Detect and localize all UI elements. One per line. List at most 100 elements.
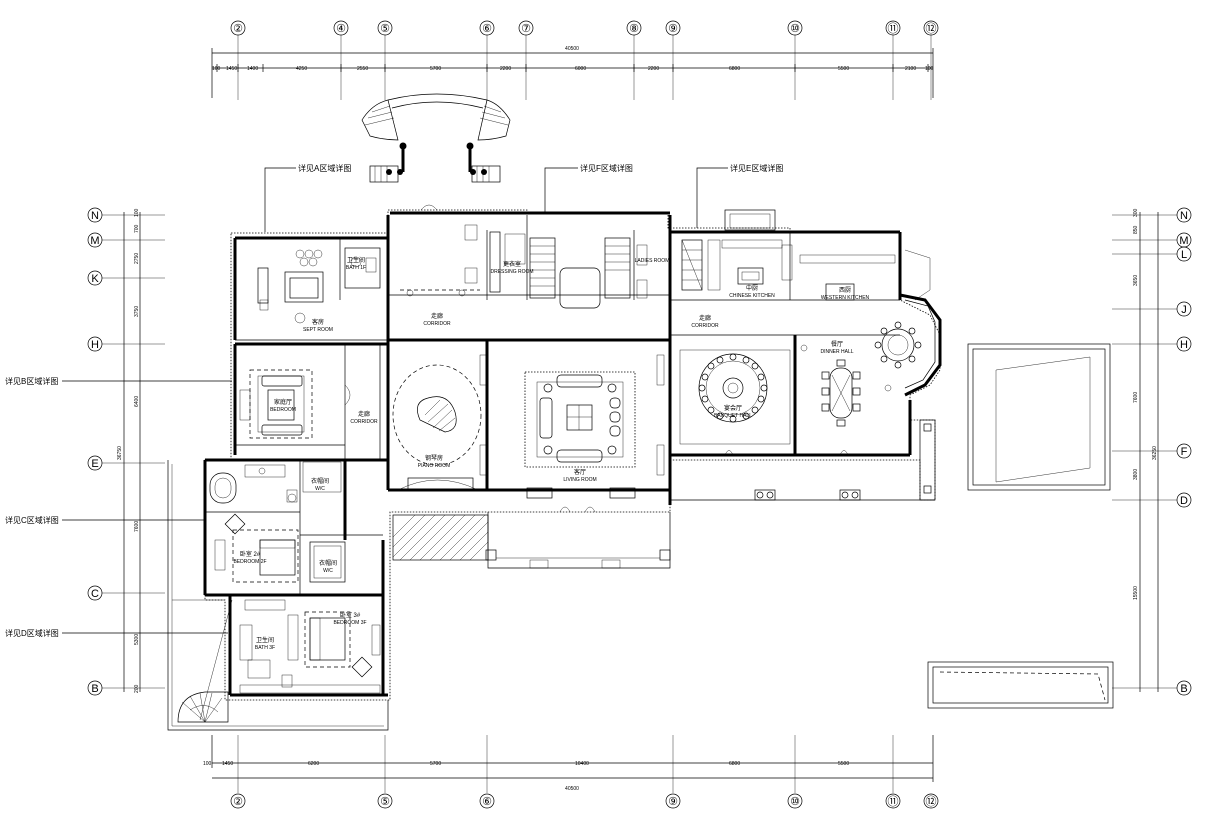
grid-label: L (1181, 249, 1187, 261)
grid-label: ⑫ (926, 795, 937, 808)
grid-bubble-12-top: ⑫ (923, 20, 939, 36)
room-name-en: CORRIDOR (423, 321, 451, 327)
guest-room-furniture (257, 247, 381, 324)
dim-seg: 6200 (308, 761, 319, 767)
grid-label: E (91, 458, 98, 470)
grid-label: D (1180, 495, 1188, 507)
callouts: 详见A区域详图 详见F区域详图 详见E区域详图 详见B区域详图 详见C区域详图 … (5, 163, 783, 638)
grid-bubble-5-top: ⑤ (377, 20, 393, 36)
dimension-top: 40500 100 1450 1400 4250 2550 5700 2200 … (211, 46, 934, 98)
room-name-en: DRESSING ROOM (490, 269, 533, 275)
grid-bubble-10-bottom: ⑩ (787, 793, 803, 809)
grid-label: ⑩ (790, 23, 800, 35)
room-name-en: LADIES ROOM (635, 258, 670, 264)
grid-bubble-6-top: ⑥ (479, 20, 495, 36)
building-walls (167, 209, 942, 731)
hatched-terrace (392, 514, 489, 561)
callout-a: 详见A区域详图 (264, 163, 351, 232)
grid-bubble-F-right: F (1176, 443, 1192, 459)
dim-seg: 700 (134, 224, 140, 233)
grid-bubble-M-left: M (87, 232, 103, 248)
grid-top-bubbles: ② ④ ⑤ ⑥ ⑦ ⑧ ⑨ ⑩ ⑪ ⑫ (230, 20, 939, 100)
grid-bubble-H-right: H (1176, 336, 1192, 352)
grid-bubble-2-top: ② (230, 20, 246, 36)
room-label-bedroom3: 卧室 3# BEDROOM 3F (333, 611, 366, 626)
callout-text: 详见B区域详图 (5, 376, 58, 386)
room-name-en: BANQUET HALL (714, 413, 752, 419)
grid-label: ② (233, 796, 243, 808)
dim-seg: 300 (1133, 208, 1139, 217)
room-label-bath1: 卫生间 BATH 1F (346, 256, 366, 271)
room-name-en: LIVING ROOM (563, 477, 596, 483)
grid-bubble-L-right: L (1176, 246, 1192, 262)
grid-bubble-7-top: ⑦ (518, 20, 534, 36)
grid-bubble-11-bottom: ⑪ (885, 793, 901, 809)
room-name-en: BEDROOM (270, 407, 296, 413)
room-name-cn: 卧室 2# (240, 550, 261, 558)
lower-terrace (485, 419, 936, 569)
grid-label: B (91, 683, 98, 695)
dim-seg: 4250 (296, 66, 307, 72)
dim-seg: 2200 (648, 66, 659, 72)
room-label-guest: 客房 SEPT ROOM (303, 318, 333, 333)
room-name-cn: 衣帽间 (311, 477, 329, 485)
room-name-cn: 餐厅 (831, 340, 843, 348)
vestibule-furniture (400, 204, 480, 297)
room-label-bath3: 卫生间 BATH 3F (255, 636, 275, 651)
callout-b: 详见B区域详图 (5, 376, 232, 386)
spiral-stair (172, 599, 233, 723)
room-name-en: CORRIDOR (691, 323, 719, 329)
dim-seg: 3800 (1133, 469, 1139, 480)
room-name-cn: 中厨 (746, 284, 758, 292)
grid-bubble-D-right: D (1176, 492, 1192, 508)
room-name-en: CORRIDOR (350, 419, 378, 425)
room-label-corridor-mid: 走廊 CORRIDOR (350, 410, 378, 425)
callout-text: 详见C区域详图 (5, 515, 59, 525)
grid-label: F (1181, 446, 1188, 458)
room-name-cn: 卫生间 (256, 636, 274, 644)
grid-label: H (91, 339, 99, 351)
dim-seg: 5300 (134, 634, 140, 645)
grid-label: ⑩ (790, 796, 800, 808)
dim-seg: 200 (134, 684, 140, 693)
grid-label: M (1179, 235, 1188, 247)
grid-bubble-8-top: ⑧ (626, 20, 642, 36)
dim-seg: 1450 (226, 66, 237, 72)
callout-d: 详见D区域详图 (5, 628, 228, 638)
room-name-en: SEPT ROOM (303, 327, 333, 333)
grid-label: ④ (336, 23, 346, 35)
room-name-en: BEDROOM 3F (333, 620, 366, 626)
room-label-living: 客厅 LIVING ROOM (563, 468, 596, 483)
room-label-piano: 钢琴房 PIANO ROOM (418, 454, 451, 469)
grid-label: M (90, 235, 99, 247)
family-room-furniture (239, 369, 351, 439)
room-name-cn: 走廊 (358, 410, 370, 418)
grid-label: ⑫ (926, 22, 937, 35)
room-label-bedroom2: 卧室 2# BEDROOM 2F (233, 550, 266, 565)
room-name-en: WESTERN KITCHEN (821, 295, 870, 301)
dinner-hall-furniture (800, 321, 922, 427)
dim-seg: 100 (925, 66, 934, 72)
room-label-closet1: 衣帽间 W/C (311, 477, 329, 492)
grid-label: ⑪ (888, 22, 899, 35)
room-label-chinese-kitchen: 中厨 CHINESE KITCHEN (729, 284, 775, 299)
room-name-cn: 西厨 (839, 287, 851, 294)
grid-bubble-12-bottom: ⑫ (923, 793, 939, 809)
dim-seg: 850 (1133, 225, 1139, 234)
grid-label: C (91, 588, 99, 600)
room-labels: 卫生间 BATH 1F 客房 SEPT ROOM 走廊 CORRIDOR 更衣室… (233, 256, 869, 651)
room-name-en: W/C (323, 568, 333, 574)
dim-seg: 3750 (134, 306, 140, 317)
grid-bottom-bubbles: ② ⑤ ⑥ ⑨ ⑩ ⑪ ⑫ (230, 793, 939, 809)
room-name-en: BATH 3F (255, 645, 275, 651)
dimension-bottom: 100 1450 6200 5700 10400 6800 5500 40500 (203, 735, 934, 793)
dim-seg: 6400 (134, 396, 140, 407)
grid-bubble-5-bottom: ⑤ (377, 793, 393, 809)
bedroom2-furniture (209, 461, 346, 583)
grid-bubble-B-left: B (87, 680, 103, 696)
banquet-furniture (679, 349, 849, 456)
dim-seg: 6000 (575, 66, 586, 72)
grid-label: ⑥ (482, 796, 492, 808)
grid-bubble-2-bottom: ② (230, 793, 246, 809)
